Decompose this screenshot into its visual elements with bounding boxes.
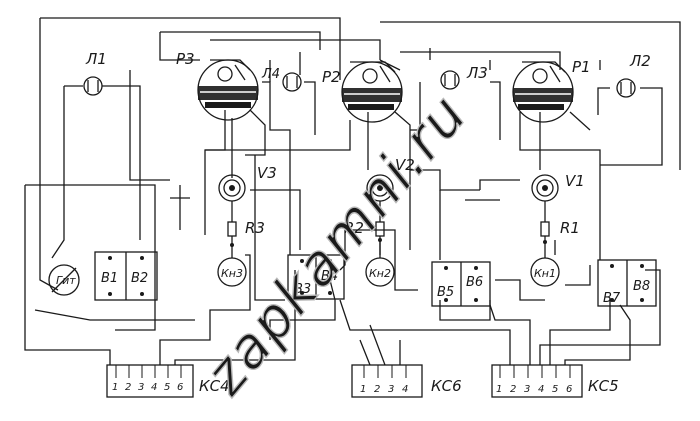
connector-ks5-pin-2: 2 [510,384,516,395]
connector-ks4 [106,364,194,398]
button-label-kn3: Кн3 [221,267,243,280]
block-label-b3: В3 [294,282,311,297]
relay-p1-icon [512,61,574,123]
connector-ks5-pin-4: 4 [538,384,544,395]
connector-ks6-pin-3: 3 [388,384,394,395]
generator-icon [48,264,80,296]
block-label-b7: В7 [603,291,621,306]
resistor-label-r1: R1 [560,219,580,237]
connector-ks5-pin-3: 3 [524,384,530,395]
connector-ks5-pin-6: 6 [566,384,572,395]
lamp-label-l2: Л2 [629,52,651,70]
block-label-b8: В8 [633,279,650,294]
connector-ks6-pin-1: 1 [360,384,366,395]
tube-label-v2: V2 [395,156,415,174]
connector-ks5-pin-5: 5 [552,384,558,395]
lamp-l3-icon [440,70,460,90]
connector-ks5-pin-1: 1 [496,384,502,395]
block-label-b4: В4 [321,269,338,284]
lamp-l2-icon [616,78,636,98]
connector-label-ks4: КС4 [199,377,230,395]
block-pair-b5-b6 [431,261,491,307]
button-label-kn1: Кн1 [534,267,556,280]
lamp-l1-icon [64,76,120,96]
relay-label-p3: Р3 [176,50,195,68]
lamp-label-l1: Л1 [85,50,107,68]
tube-label-v3: V3 [257,164,277,182]
block-pair-b7-b8 [597,259,657,307]
generator-label: Гит [56,274,76,287]
tube-v1-icon [531,174,559,202]
resistor-r1-icon [540,201,550,258]
connector-ks4-pin-6: 6 [177,382,183,393]
button-kn2-icon [365,257,395,287]
button-kn3-icon [217,257,247,287]
resistor-label-r2: R2 [344,219,364,237]
resistor-r2-icon [375,201,385,258]
resistor-label-r3: R3 [245,219,265,237]
tube-v3-icon [218,174,246,202]
connector-ks4-pin-2: 2 [125,382,131,393]
block-label-b5: В5 [437,285,454,300]
connector-ks4-pin-4: 4 [151,382,157,393]
resistor-r3-icon [227,201,237,258]
block-pair-b1-b2 [94,251,158,301]
connector-ks4-pin-1: 1 [112,382,118,393]
tube-label-v1: V1 [565,172,585,190]
connector-ks6-pin-2: 2 [374,384,380,395]
relay-label-p2: Р2 [322,68,341,86]
connector-label-ks6: КС6 [431,377,462,395]
relay-p2-icon [341,61,403,123]
connector-ks6-pin-4: 4 [402,384,408,395]
button-label-kn2: Кн2 [369,267,391,280]
block-label-b1: В1 [101,271,118,286]
button-kn1-icon [530,257,560,287]
connector-label-ks5: КС5 [588,377,619,395]
connector-ks4-pin-5: 5 [164,382,170,393]
lamp-l4-icon [282,72,302,92]
watermark-text: zapkamni.ru [192,82,480,408]
connector-ks4-pin-3: 3 [138,382,144,393]
relay-p3-icon [197,59,259,121]
lamp-label-l3: Л3 [466,64,488,82]
block-pair-b3-b4 [287,254,345,300]
connector-ks5 [491,364,583,398]
block-label-b2: В2 [131,271,148,286]
wiring [24,17,681,366]
relay-label-p1: Р1 [572,58,591,76]
connector-ks6 [351,364,423,398]
lamp-label-l4: Л4 [261,67,280,82]
block-label-b6: В6 [466,275,483,290]
